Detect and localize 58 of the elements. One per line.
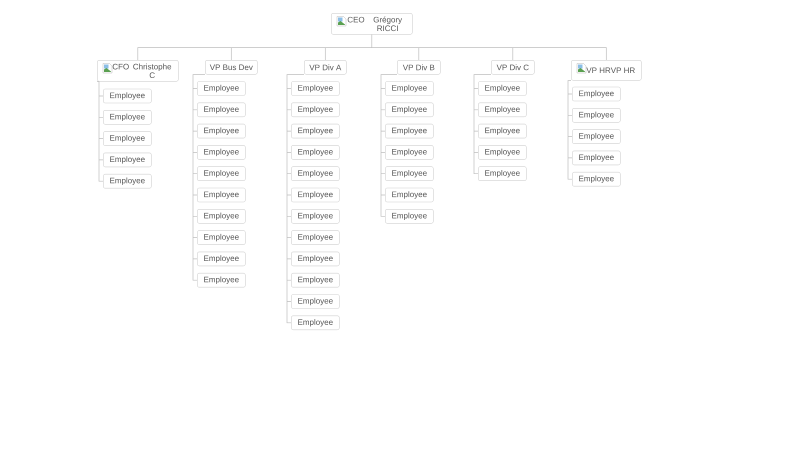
employee-box: Employee [572,150,621,166]
person-box: CEO Grégory RICCI [331,13,413,35]
employee-box: Employee [478,81,527,96]
person-box: VP Bus Dev [205,60,258,75]
person-box: VP Div A [304,60,347,75]
connector-line [380,74,398,217]
employee-box: Employee [197,145,246,160]
employee-box: Employee [197,188,246,202]
connector-line [96,81,104,182]
employee-box: Employee [385,209,434,224]
connector-line [192,74,206,281]
employee-box: Employee [291,124,340,138]
employee-box: Employee [291,294,340,309]
employee-box: Employee [572,129,621,144]
employee-box: Employee [291,272,340,288]
connector-line [474,74,492,174]
employee-box: Employee [478,145,527,160]
employee-box: Employee [385,188,434,202]
employee-box: Employee [291,209,340,224]
employee-box: Employee [385,102,434,118]
employee-box: Employee [572,108,621,123]
employee-box: Employee [103,174,152,188]
employee-box: Employee [385,124,434,138]
employee-box: Employee [291,166,340,181]
employee-box: Employee [103,88,152,104]
employee-box: Employee [103,110,152,125]
employee-box: Employee [197,209,246,224]
employee-box: Employee [197,81,246,96]
employee-box: Employee [385,145,434,160]
person-box: VP Div B [397,60,441,75]
employee-box: Employee [197,230,246,245]
person-box: CFO Christophe C [97,60,179,82]
employee-box: Employee [103,152,152,168]
employee-box: Employee [478,102,527,118]
employee-box: Employee [197,272,246,288]
employee-box: Employee [572,172,621,186]
employee-box: Employee [291,145,340,160]
employee-box: Employee [103,131,152,146]
connector-line [286,74,304,324]
employee-box: Employee [291,252,340,266]
connector-line [568,80,572,180]
employee-box: Employee [478,124,527,138]
connector-line [137,34,607,60]
employee-box: Employee [385,166,434,181]
employee-box: Employee [572,86,621,102]
employee-box: Employee [291,230,340,245]
employee-box: Employee [291,188,340,202]
employee-box: Employee [478,166,527,181]
employee-box: Employee [291,81,340,96]
employee-box: Employee [197,124,246,138]
employee-box: Employee [291,102,340,118]
employee-box: Employee [385,81,434,96]
person-box: VP Div C [491,60,535,75]
person-box: VP HRVP HR [571,60,642,81]
employee-box: Employee [197,166,246,181]
employee-box: Employee [291,316,340,330]
employee-box: Employee [197,102,246,118]
employee-box: Employee [197,252,246,266]
